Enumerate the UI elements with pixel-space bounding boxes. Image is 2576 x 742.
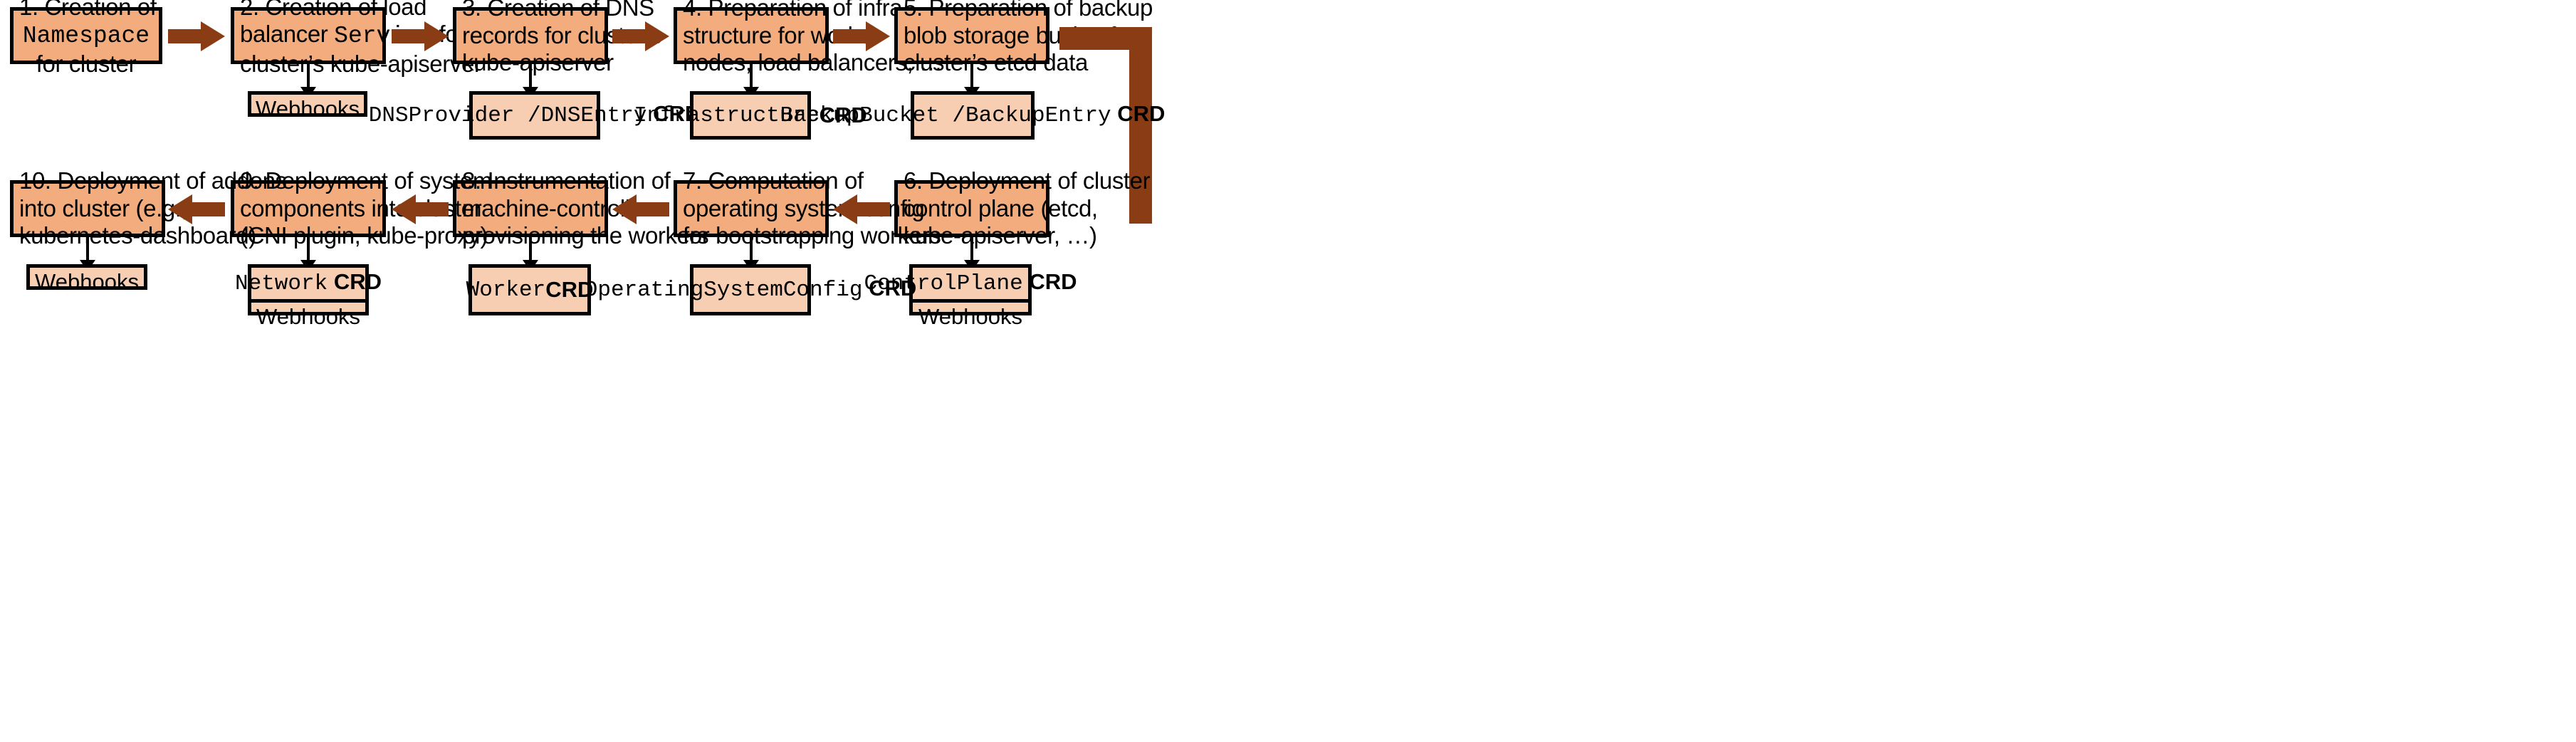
connector-line-8: [529, 237, 532, 263]
flow-arrow-9-10: [168, 194, 225, 224]
artifact-6-cell-1: Webhooks: [913, 298, 1028, 332]
flow-arrow-7-8: [612, 194, 669, 224]
connector-line-9: [307, 237, 310, 263]
artifact-9-cell-0: Network CRD: [235, 269, 382, 296]
flow-arrow-2-3: [392, 21, 449, 51]
connector-line-2: [307, 64, 310, 90]
artifact-box-10[interactable]: Webhooks: [26, 264, 147, 294]
flow-arrow-3-4: [612, 21, 669, 51]
artifact-box-6[interactable]: ControlPlane CRD Webhooks: [864, 264, 1077, 329]
artifact-2-cell-0: Webhooks: [256, 96, 360, 121]
artifact-box-3[interactable]: DNSProvider /DNSEntry CRD: [368, 91, 701, 140]
connector-line-3: [529, 64, 532, 90]
flow-arrow-1-2: [168, 21, 225, 51]
artifact-10-cell-0: Webhooks: [35, 269, 139, 294]
artifact-box-2[interactable]: Webhooks: [248, 91, 367, 121]
connector-line-6: [970, 237, 973, 263]
flow-arrow-8-9: [392, 194, 449, 224]
artifact-box-9[interactable]: Network CRD Webhooks: [235, 264, 382, 329]
flow-arrow-6-7: [833, 194, 890, 224]
artifact-3-cell-0: DNSProvider /DNSEntry CRD: [368, 101, 701, 129]
connector-line-4: [750, 64, 753, 90]
connector-line-5: [970, 64, 973, 90]
connector-line-10: [86, 237, 89, 263]
step-box-4[interactable]: 4. Preparation of infra-structure for wo…: [674, 0, 943, 75]
artifact-5-cell-0: BackupBucket /BackupEntry CRD: [780, 101, 1166, 129]
artifact-box-5[interactable]: BackupBucket /BackupEntry CRD: [780, 91, 1166, 140]
flow-arrow-4-5: [833, 21, 890, 51]
artifact-9-cell-1: Webhooks: [251, 298, 365, 332]
artifact-6-cell-0: ControlPlane CRD: [864, 269, 1077, 296]
flow-arrow-5-6: [1049, 17, 1152, 224]
connector-line-7: [750, 237, 753, 263]
